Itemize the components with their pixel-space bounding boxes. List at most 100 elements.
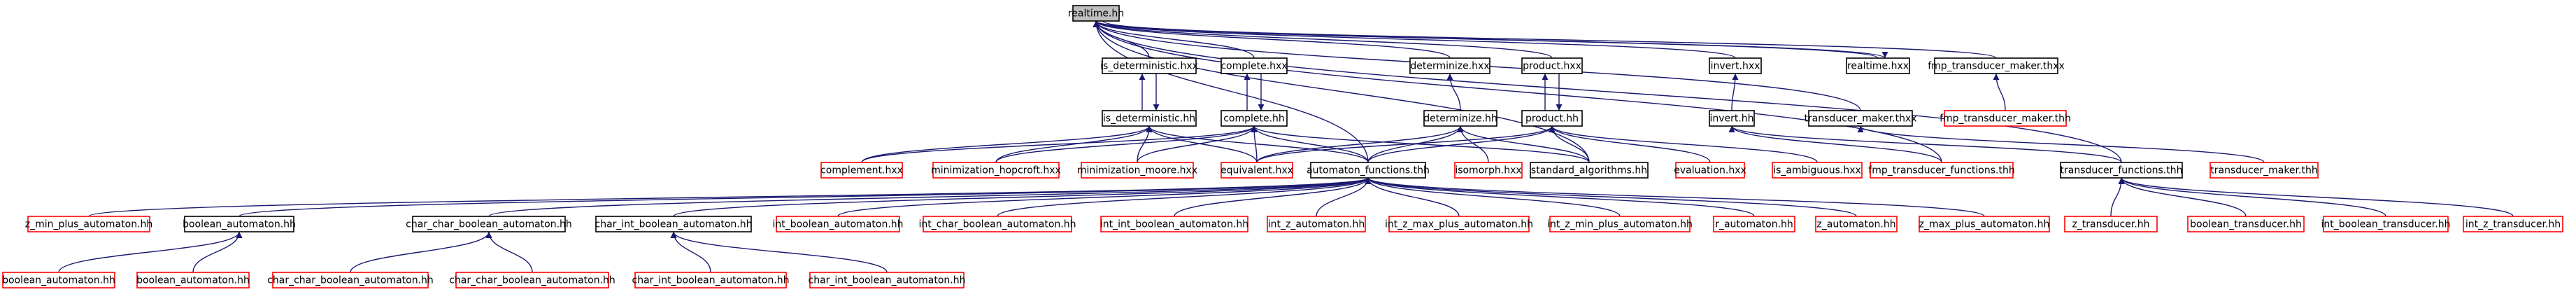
node-label: realtime.hxx xyxy=(1847,61,1909,72)
node-box xyxy=(1521,57,1583,74)
node-box xyxy=(2,272,115,288)
node-fmp-transducer-functions-thh[interactable]: fmp_transducer_functions.thh xyxy=(1868,162,2015,179)
node-int-z-automaton-hh[interactable]: int_z_automaton.hh xyxy=(1267,216,1366,232)
node-int-z-min-plus-automaton-hh[interactable]: int_z_min_plus_automaton.hh xyxy=(1547,216,1693,232)
node-label: boolean_transducer.hh xyxy=(2190,219,2302,230)
node-label: determinize.hh xyxy=(1423,113,1497,125)
node-product-hxx[interactable]: product.hxx xyxy=(1521,57,1583,74)
node-invert-hxx[interactable]: invert.hxx xyxy=(1709,57,1762,74)
edge-transducer-functions-thh-to-invert-hh xyxy=(1728,125,2122,163)
node-product-hh[interactable]: product.hh xyxy=(1521,110,1583,127)
edge-r-automaton-hh-to-automaton-functions-thh xyxy=(1365,177,1755,217)
node-minimization-moore-hxx[interactable]: minimization_moore.hxx xyxy=(1077,162,1197,179)
node-determinize-hxx[interactable]: determinize.hxx xyxy=(1409,57,1490,74)
node-int-z-max-plus-automaton-hh[interactable]: int_z_max_plus_automaton.hh xyxy=(1385,216,1533,232)
node-char-char-boolean-automaton-hh-b[interactable]: char_char_boolean_automaton.hh xyxy=(449,272,615,288)
node-box xyxy=(1934,57,2058,74)
edge-invert-hh-to-invert-hxx xyxy=(1731,73,1739,111)
node-label: char_char_boolean_automaton.hh xyxy=(406,219,572,230)
node-is-ambiguous-hxx[interactable]: is_ambiguous.hxx xyxy=(1772,162,1863,179)
node-complete-hh[interactable]: complete.hh xyxy=(1221,110,1288,127)
edge-int-boolean-automaton-hh-to-automaton-functions-thh xyxy=(837,177,1372,217)
edge-boolean-automaton-hh-to-automaton-functions-thh xyxy=(239,177,1371,217)
node-z-transducer-hh[interactable]: z_transducer.hh xyxy=(2064,216,2158,232)
node-is-deterministic-hxx[interactable]: is_deterministic.hxx xyxy=(1100,57,1198,74)
node-determinize-hh[interactable]: determinize.hh xyxy=(1423,110,1497,127)
edge-equivalent-hxx-to-product-hh xyxy=(1256,125,1556,163)
node-box xyxy=(1944,110,2067,127)
node-complete-hxx[interactable]: complete.hxx xyxy=(1221,57,1288,74)
node-box xyxy=(2463,216,2563,232)
node-isomorph-hxx[interactable]: isomorph.hxx xyxy=(1454,162,1523,179)
edge-minimization-moore-hxx-to-complete-hh xyxy=(1137,125,1258,163)
edge-int-z-min-plus-automaton-hh-to-automaton-functions-thh xyxy=(1365,177,1621,217)
node-z-max-plus-automaton-hh[interactable]: z_max_plus_automaton.hh xyxy=(1919,216,2050,232)
node-fmp-transducer-maker-thxx[interactable]: fmp_transducer_maker.thxx xyxy=(1928,57,2065,74)
node-char-char-boolean-automaton-hh-a[interactable]: char_char_boolean_automaton.hh xyxy=(267,272,434,288)
node-box xyxy=(455,272,609,288)
node-char-int-boolean-automaton-hh-a[interactable]: char_int_boolean_automaton.hh xyxy=(632,272,790,288)
node-box xyxy=(1675,162,1745,179)
node-automaton-functions-thh[interactable]: automaton_functions.thh xyxy=(1307,162,1430,179)
node-is-deterministic-hh[interactable]: is_deterministic.hh xyxy=(1102,110,1197,127)
node-int-boolean-transducer-hh[interactable]: int_boolean_transducer.hh xyxy=(2321,216,2451,232)
node-fmp-transducer-maker-thh[interactable]: fmp_transducer_maker.thh xyxy=(1940,110,2071,127)
node-label: z_automaton.hh xyxy=(1816,219,1895,230)
node-int-char-boolean-automaton-hh[interactable]: int_char_boolean_automaton.hh xyxy=(919,216,1076,232)
edge-complement-hxx-to-complete-hh xyxy=(861,125,1258,163)
node-z-automaton-hh[interactable]: z_automaton.hh xyxy=(1815,216,1898,232)
node-minimization-hopcroft-hxx[interactable]: minimization_hopcroft.hxx xyxy=(931,162,1061,179)
node-label: fmp_transducer_maker.thxx xyxy=(1928,61,2065,72)
edge-int-z-max-plus-automaton-hh-to-automaton-functions-thh xyxy=(1365,177,1460,217)
node-char-char-boolean-automaton-hh[interactable]: char_char_boolean_automaton.hh xyxy=(406,216,572,232)
node-boolean-automaton-hh-a[interactable]: boolean_automaton.hh xyxy=(2,272,115,288)
node-box xyxy=(634,272,787,288)
node-label: complement.hxx xyxy=(820,165,903,176)
node-realtime-hxx[interactable]: realtime.hxx xyxy=(1846,57,1910,74)
node-label: int_z_min_plus_automaton.hh xyxy=(1547,219,1693,230)
edge-z-transducer-hh-to-transducer-functions-thh xyxy=(2110,177,2125,217)
edge-minimization-hopcroft-hxx-to-complete-hh xyxy=(995,125,1258,163)
node-invert-hh[interactable]: invert.hh xyxy=(1709,110,1755,127)
node-box xyxy=(1100,216,1248,232)
edge-int-boolean-transducer-hh-to-transducer-functions-thh xyxy=(2118,177,2386,217)
node-label: int_z_automaton.hh xyxy=(1268,219,1365,230)
node-box xyxy=(820,162,903,179)
node-char-int-boolean-automaton-hh-b[interactable]: char_int_boolean_automaton.hh xyxy=(809,272,966,288)
node-transducer-maker-thh[interactable]: transducer_maker.thh xyxy=(2209,162,2319,179)
node-int-int-boolean-automaton-hh[interactable]: int_int_boolean_automaton.hh xyxy=(1100,216,1248,232)
node-boolean-transducer-hh[interactable]: boolean_transducer.hh xyxy=(2187,216,2305,232)
node-box xyxy=(2209,162,2319,179)
node-transducer-functions-thh[interactable]: transducer_functions.thh xyxy=(2060,162,2183,179)
node-box xyxy=(1102,57,1197,74)
node-box xyxy=(1870,162,2014,179)
edge-realtime-hh-to-realtime-hxx xyxy=(1102,20,1888,59)
node-char-int-boolean-automaton-hh[interactable]: char_int_boolean_automaton.hh xyxy=(595,216,753,232)
node-transducer-maker-thxx[interactable]: transducer_maker.thxx xyxy=(1804,110,1917,127)
node-int-boolean-automaton-hh[interactable]: int_boolean_automaton.hh xyxy=(772,216,904,232)
node-int-z-transducer-hh[interactable]: int_z_transducer.hh xyxy=(2463,216,2563,232)
node-r-automaton-hh[interactable]: r_automaton.hh xyxy=(1713,216,1795,232)
node-box xyxy=(1221,162,1293,179)
node-box xyxy=(1772,162,1863,179)
node-complement-hxx[interactable]: complement.hxx xyxy=(820,162,903,179)
node-z-min-plus-automaton-hh[interactable]: z_min_plus_automaton.hh xyxy=(25,216,153,232)
node-boolean-automaton-hh[interactable]: boolean_automaton.hh xyxy=(183,216,296,232)
edge-boolean-automaton-hh-b-to-boolean-automaton-hh xyxy=(192,231,243,273)
node-box xyxy=(1713,216,1795,232)
edge-z-automaton-hh-to-automaton-functions-thh xyxy=(1365,177,1857,217)
node-label: invert.hh xyxy=(1709,113,1753,125)
edge-automaton-functions-thh-to-is-deterministic-hh xyxy=(1146,125,1369,163)
node-label: boolean_automaton.hh xyxy=(136,275,250,286)
node-label: minimization_moore.hxx xyxy=(1077,165,1197,176)
node-evaluation-hxx[interactable]: evaluation.hxx xyxy=(1674,162,1746,179)
node-standard-algorithms-hh[interactable]: standard_algorithms.hh xyxy=(1530,162,1649,179)
node-box xyxy=(932,162,1060,179)
node-label: fmp_transducer_functions.thh xyxy=(1868,165,2014,176)
node-box xyxy=(1549,216,1691,232)
node-label: minimization_hopcroft.hxx xyxy=(931,165,1061,176)
node-realtime-hh[interactable]: realtime.hh xyxy=(1068,5,1124,22)
node-label: z_transducer.hh xyxy=(2072,219,2149,230)
node-equivalent-hxx[interactable]: equivalent.hxx xyxy=(1221,162,1293,179)
node-boolean-automaton-hh-b[interactable]: boolean_automaton.hh xyxy=(136,272,250,288)
